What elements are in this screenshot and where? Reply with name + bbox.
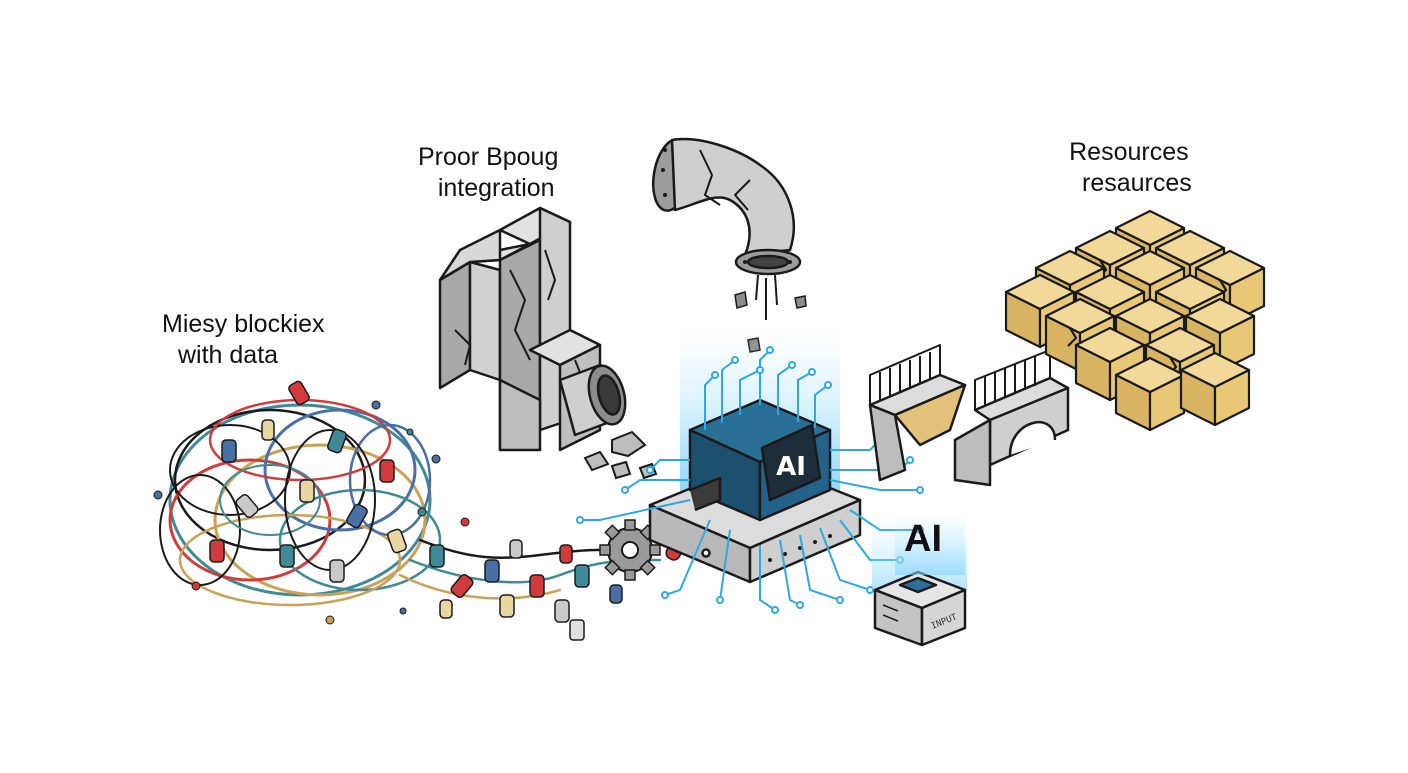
- resources-label-line2: resaurces: [1082, 169, 1192, 197]
- integration-label: Proor Bpoug integration: [418, 142, 558, 204]
- box-crack: [1067, 327, 1078, 347]
- box-top: [1074, 326, 1146, 364]
- box-top: [1114, 249, 1186, 287]
- integration-label-line1: Proor Bpoug: [418, 143, 559, 171]
- messy-label-line2: with data: [178, 341, 279, 369]
- tangled-wires-icon: [159, 398, 662, 607]
- messy-label-line1: Miesy blockiex: [162, 310, 325, 338]
- box-top: [1074, 273, 1146, 311]
- box-top: [1114, 356, 1186, 394]
- ai-processor-icon: [648, 398, 862, 584]
- box-top: [1114, 209, 1186, 247]
- ai-chip-label: AI: [776, 452, 806, 482]
- box-top: [1004, 273, 1076, 311]
- resources-label: Resources resaurces: [1066, 137, 1192, 199]
- broken-pipe-icon: [651, 137, 802, 320]
- box-top: [1144, 326, 1216, 364]
- box-top: [1114, 297, 1186, 335]
- box: [1179, 351, 1251, 427]
- stacked-boxes-icon: [1004, 209, 1266, 432]
- rubble: [583, 430, 658, 480]
- box-top: [1034, 249, 1106, 287]
- scattered-dots: [153, 400, 470, 625]
- box-top: [1074, 229, 1146, 267]
- box-top: [1194, 249, 1266, 287]
- box: [1114, 356, 1186, 432]
- messy-data-label: Miesy blockiex with data: [162, 309, 325, 371]
- box-top: [1179, 351, 1251, 389]
- integration-label-line2: integration: [437, 174, 555, 202]
- box-top: [1044, 297, 1116, 335]
- box-top: [1184, 297, 1256, 335]
- cracked-wall-icon: [438, 206, 627, 452]
- broken-bridge-icon: [868, 344, 1070, 487]
- wire-connectors: [209, 380, 685, 641]
- box-top: [1154, 229, 1226, 267]
- ai-label-glow: [895, 515, 965, 575]
- wall-pipe: [558, 363, 627, 437]
- resources-label-line1: Resources: [1069, 138, 1189, 166]
- box-top: [1154, 273, 1226, 311]
- input-device-icon: [873, 570, 967, 647]
- ai-label: AI: [904, 518, 942, 560]
